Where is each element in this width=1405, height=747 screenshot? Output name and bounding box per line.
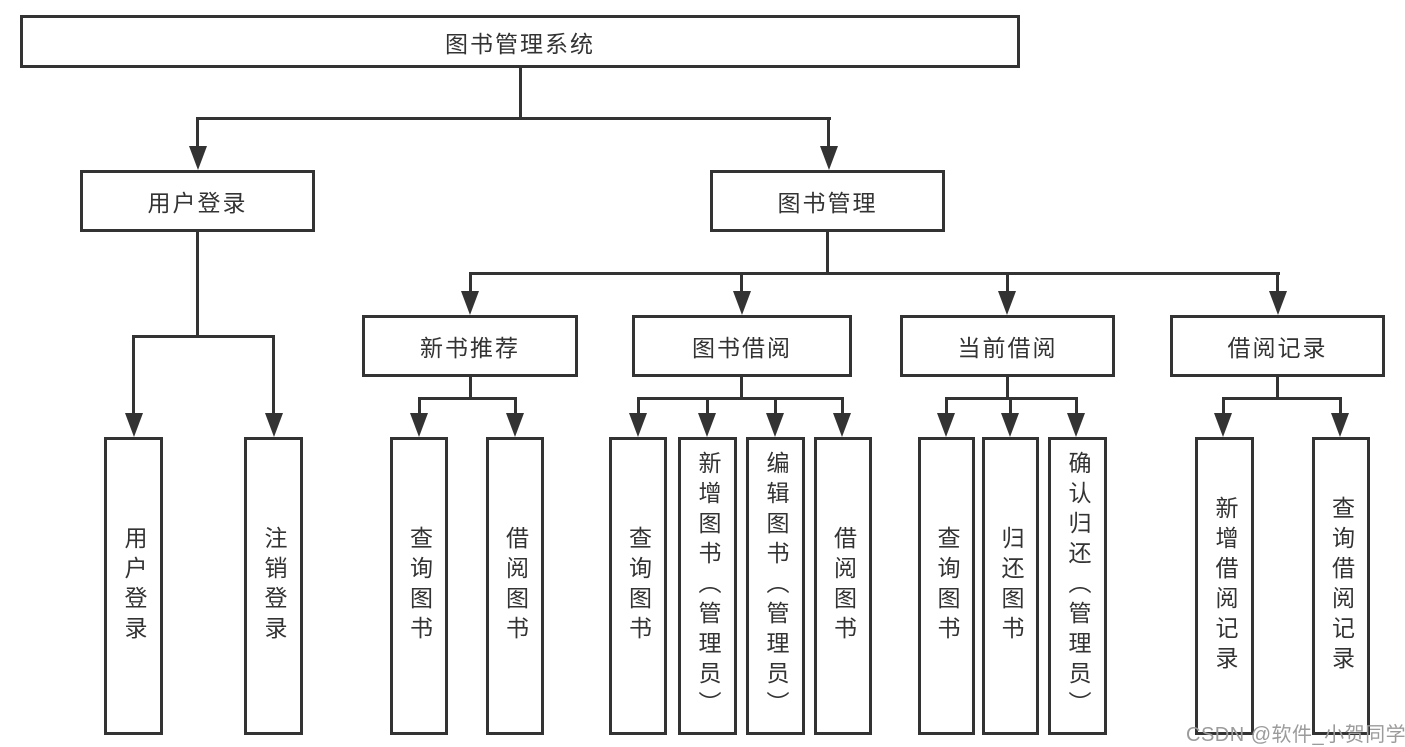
edge-current-drop2 xyxy=(1009,397,1012,419)
edge-newbook-stem xyxy=(469,375,472,400)
down-arrowhead-icon xyxy=(629,413,647,437)
leaf-nbr-borrow-book: 借阅图书 xyxy=(486,437,544,735)
leaf-cb-confirm-return-admin: 确认归还（管理员） xyxy=(1048,437,1107,735)
edge-record-stem xyxy=(1276,375,1279,400)
leaf-cb-query-book: 查询图书 xyxy=(918,437,975,735)
node-book-borrow: 图书借阅 xyxy=(632,315,852,377)
leaf-nbr-query-book-label: 查询图书 xyxy=(406,526,433,646)
down-arrowhead-icon xyxy=(1001,413,1019,437)
down-arrowhead-icon xyxy=(506,413,524,437)
leaf-bb-borrow-book-label: 借阅图书 xyxy=(830,526,857,646)
edge-borrow-bar xyxy=(637,397,843,400)
down-arrowhead-icon xyxy=(698,413,716,437)
leaf-br-add-record: 新增借阅记录 xyxy=(1195,437,1254,735)
down-arrowhead-icon xyxy=(125,413,143,437)
edge-current-drop1 xyxy=(945,397,948,419)
edge-current-drop3 xyxy=(1075,397,1078,419)
edge-borrow-drop2 xyxy=(706,397,709,419)
leaf-br-query-record: 查询借阅记录 xyxy=(1312,437,1370,735)
edge-current-stem xyxy=(1006,375,1009,400)
leaf-cb-confirm-return-admin-label: 确认归还（管理员） xyxy=(1065,451,1091,721)
edge-bookmgmt-drop3 xyxy=(1006,272,1009,297)
node-book-borrow-label: 图书借阅 xyxy=(692,335,792,361)
down-arrowhead-icon xyxy=(461,291,479,315)
leaf-user-login: 用户登录 xyxy=(104,437,163,735)
leaf-bb-edit-book-admin: 编辑图书（管理员） xyxy=(746,437,805,735)
leaf-bb-borrow-book: 借阅图书 xyxy=(814,437,872,735)
node-root-label: 图书管理系统 xyxy=(445,30,595,57)
down-arrowhead-icon xyxy=(733,291,751,315)
edge-newbook-drop1 xyxy=(418,397,421,419)
leaf-bb-add-book-admin-label: 新增图书（管理员） xyxy=(695,451,721,721)
node-new-book-recommend-label: 新书推荐 xyxy=(420,335,520,361)
edge-bookmgmt-drop1 xyxy=(469,272,472,297)
edge-userlogin-drop2 xyxy=(272,335,275,417)
node-book-management: 图书管理 xyxy=(710,170,945,232)
edge-root-stem xyxy=(519,68,522,119)
leaf-bb-query-book-label: 查询图书 xyxy=(625,526,652,646)
edge-root-drop-right xyxy=(827,117,830,151)
down-arrowhead-icon xyxy=(1269,291,1287,315)
csdn-watermark: CSDN @软件_小贺同学 xyxy=(1186,724,1405,746)
leaf-bb-query-book: 查询图书 xyxy=(609,437,667,735)
edge-userlogin-drop1 xyxy=(132,335,135,417)
edge-root-bar xyxy=(197,117,831,120)
down-arrowhead-icon xyxy=(998,291,1016,315)
node-new-book-recommend: 新书推荐 xyxy=(362,315,578,377)
down-arrowhead-icon xyxy=(937,413,955,437)
edge-userlogin-stem xyxy=(196,232,199,338)
down-arrowhead-icon xyxy=(265,413,283,437)
leaf-nbr-query-book: 查询图书 xyxy=(390,437,448,735)
node-borrow-record-label: 借阅记录 xyxy=(1227,335,1328,361)
down-arrowhead-icon xyxy=(1331,413,1349,437)
node-current-borrow: 当前借阅 xyxy=(900,315,1115,377)
node-root-system: 图书管理系统 xyxy=(20,15,1020,68)
down-arrowhead-icon xyxy=(1067,413,1085,437)
leaf-logout-label: 注销登录 xyxy=(261,526,287,646)
edge-record-bar xyxy=(1222,397,1342,400)
leaf-bb-add-book-admin: 新增图书（管理员） xyxy=(678,437,737,735)
leaf-logout: 注销登录 xyxy=(244,437,303,735)
edge-root-drop-left xyxy=(196,117,199,151)
down-arrowhead-icon xyxy=(189,146,207,170)
leaf-br-query-record-label: 查询借阅记录 xyxy=(1328,496,1355,676)
edge-borrow-drop1 xyxy=(637,397,640,419)
node-current-borrow-label: 当前借阅 xyxy=(957,335,1058,361)
down-arrowhead-icon xyxy=(766,413,784,437)
leaf-cb-return-book-label: 归还图书 xyxy=(998,526,1024,646)
edge-bookmgmt-drop2 xyxy=(740,272,743,297)
leaf-user-login-label: 用户登录 xyxy=(121,526,147,646)
node-user-login-label: 用户登录 xyxy=(147,190,248,216)
edge-bookmgmt-bar xyxy=(469,272,1280,275)
edge-borrow-stem xyxy=(740,375,743,400)
edge-userlogin-bar xyxy=(132,335,275,338)
edge-record-drop2 xyxy=(1339,397,1342,419)
leaf-cb-return-book: 归还图书 xyxy=(982,437,1039,735)
edge-bookmgmt-stem xyxy=(826,232,829,275)
node-borrow-record: 借阅记录 xyxy=(1170,315,1385,377)
down-arrowhead-icon xyxy=(410,413,428,437)
leaf-br-add-record-label: 新增借阅记录 xyxy=(1212,496,1238,676)
node-user-login: 用户登录 xyxy=(80,170,315,232)
leaf-cb-query-book-label: 查询图书 xyxy=(934,526,960,646)
edge-borrow-drop4 xyxy=(841,397,844,419)
edge-bookmgmt-drop4 xyxy=(1276,272,1279,297)
edge-record-drop1 xyxy=(1222,397,1225,419)
edge-borrow-drop3 xyxy=(774,397,777,419)
leaf-bb-edit-book-admin-label: 编辑图书（管理员） xyxy=(763,451,789,721)
leaf-nbr-borrow-book-label: 借阅图书 xyxy=(502,526,529,646)
edge-newbook-bar xyxy=(418,397,517,400)
down-arrowhead-icon xyxy=(1214,413,1232,437)
node-book-management-label: 图书管理 xyxy=(777,190,878,216)
edge-newbook-drop2 xyxy=(514,397,517,419)
down-arrowhead-icon xyxy=(833,413,851,437)
down-arrowhead-icon xyxy=(820,146,838,170)
